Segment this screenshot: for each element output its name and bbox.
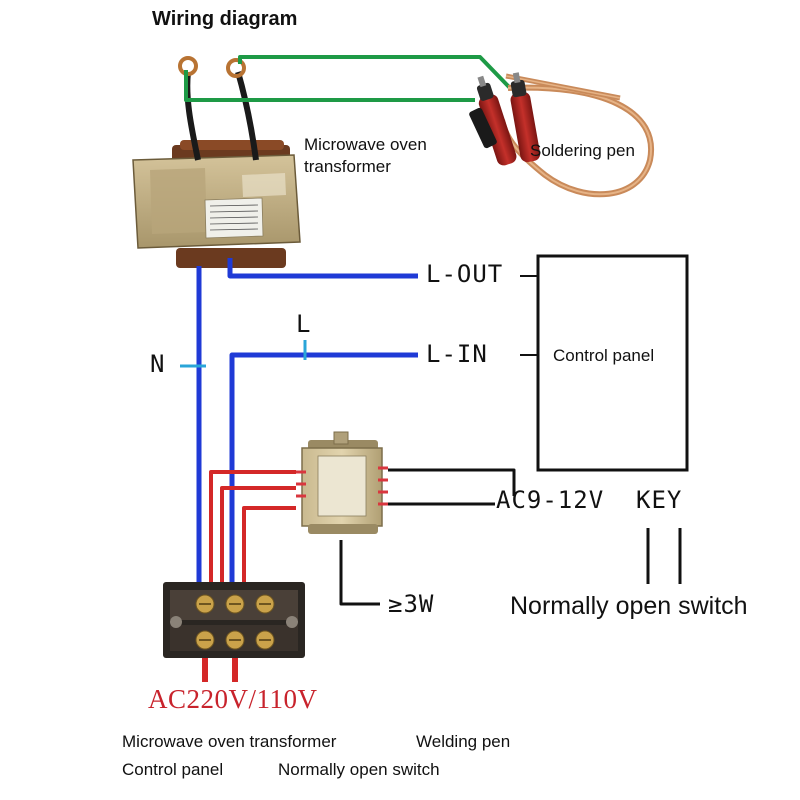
control-panel-box: [536, 254, 689, 472]
control-panel-label: Control panel: [553, 346, 655, 365]
l-marker-label: L: [296, 310, 312, 338]
legend-control-panel: Control panel: [122, 760, 224, 779]
diagram-title: Wiring diagram: [152, 8, 298, 30]
normally-open-switch-label: Normally open switch: [510, 592, 748, 620]
legend-welding-pen: Welding pen: [416, 732, 511, 751]
secondary-wires: [184, 55, 512, 102]
n-marker-label: N: [150, 350, 166, 378]
power-rating-label: ≥3W: [388, 590, 435, 618]
mains-wires: [209, 470, 296, 598]
l-out-label: L-OUT: [426, 260, 504, 288]
legend-normally-open-switch: Normally open switch: [278, 760, 440, 779]
key-label: KEY: [636, 486, 683, 514]
l-in-label: L-IN: [426, 340, 488, 368]
mot-label-line2: transformer: [304, 157, 391, 176]
mot-label-line1: Microwave oven: [304, 135, 427, 154]
line-markers: [180, 340, 307, 368]
small-transformer: [296, 431, 388, 534]
terminal-block: [163, 582, 305, 658]
legend-mot: Microwave oven transformer: [122, 732, 337, 751]
mains-voltage-label: AC220V/110V: [148, 684, 318, 714]
soldering-pen-label: Soldering pen: [530, 141, 635, 160]
signal-wires: [339, 468, 682, 606]
soldering-pen: [469, 72, 655, 198]
primary-wiring: [196, 258, 418, 595]
microwave-oven-transformer: [132, 140, 301, 268]
mains-input-wires: [202, 658, 238, 682]
ac-low-voltage-label: AC9-12V: [496, 486, 605, 514]
